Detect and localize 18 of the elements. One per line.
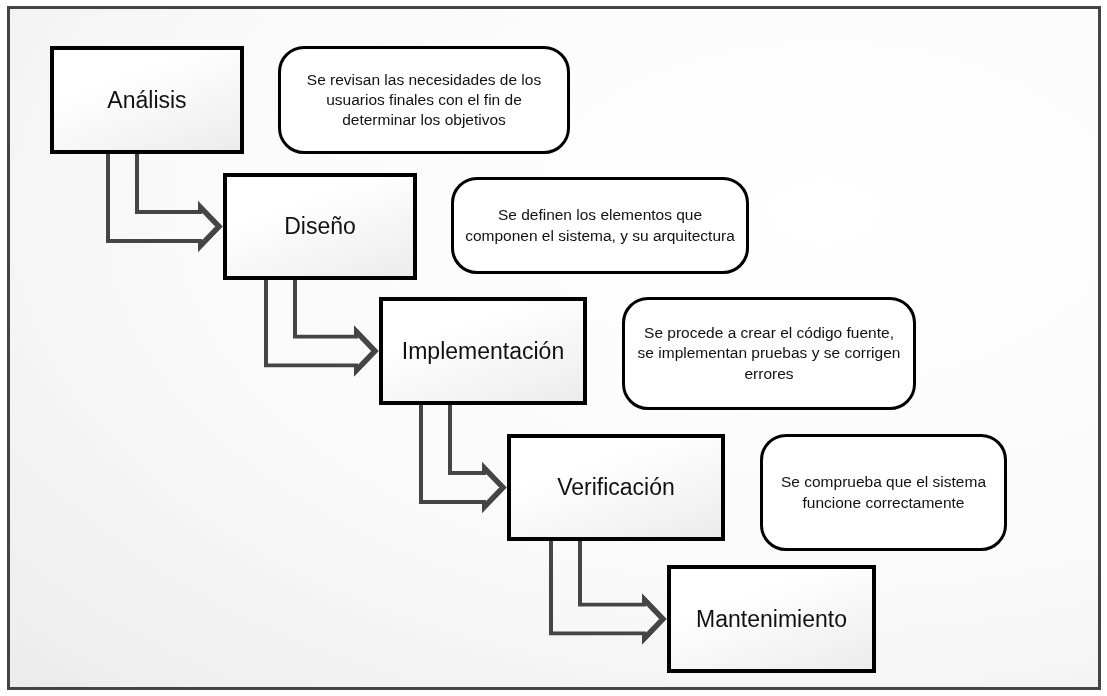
process-box — [507, 434, 725, 541]
description-text: Se procede a crear el código fuente, se implementan pruebas y se corrigen errores — [636, 323, 902, 384]
process-box — [50, 46, 244, 154]
description-callout — [278, 46, 570, 154]
description-text: Se comprueba que el sistema funcione correctamente — [779, 472, 988, 513]
step-label: Diseño — [284, 213, 356, 240]
process-box — [223, 173, 417, 280]
process-box — [667, 565, 876, 673]
description-callout — [622, 297, 916, 410]
step-label: Implementación — [401, 337, 565, 365]
step-label: Análisis — [107, 86, 187, 114]
description-text: Se revisan las necesidades de los usuarios finales con el fin de determinar los objetivos — [305, 69, 543, 131]
description-text: Se definen los elementos que componen el sistema, y su arquitectura — [464, 205, 736, 246]
step-label: Verificación — [557, 474, 675, 501]
description-callout — [451, 177, 749, 274]
process-box — [379, 297, 587, 405]
description-callout — [760, 434, 1007, 551]
step-label: Mantenimiento — [696, 605, 847, 633]
